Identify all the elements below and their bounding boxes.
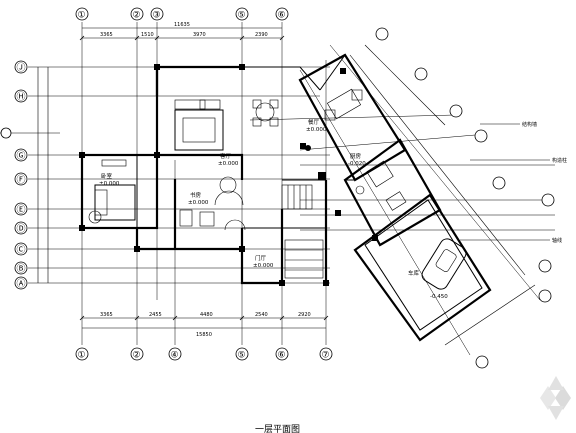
room-name: 客厅	[220, 152, 232, 160]
bottom-axis-label: ⑦	[322, 351, 330, 361]
bottom-dimension-texts: 3365 2455 4480 2540 2920 15850	[100, 312, 311, 338]
study-furniture	[179, 176, 246, 231]
room-name: 门厅	[255, 254, 267, 262]
top-dim: 3970	[193, 32, 206, 38]
room-level: -0.450	[430, 294, 448, 300]
top-axis-label: ①	[78, 11, 86, 21]
kitchen-fixtures	[355, 160, 407, 211]
room-name: 卧室	[101, 172, 113, 180]
dining-furniture	[324, 88, 363, 121]
top-dim: 3365	[100, 32, 113, 38]
bottom-axis-label: ⑥	[278, 351, 286, 361]
room-name: 厨房	[350, 152, 362, 160]
top-dimension-texts: 11635 3365 1510 3970 2390	[100, 22, 268, 38]
bottom-dim: 2540	[255, 312, 268, 318]
drawing-title: 一层平面图	[255, 424, 300, 433]
top-dim: 2390	[255, 32, 268, 38]
left-axis-label: Ⓑ	[17, 264, 26, 275]
left-axis-markers: Ⓙ Ⓗ Ⓖ Ⓕ Ⓔ Ⓓ Ⓒ Ⓑ Ⓐ	[14, 60, 28, 290]
left-axis-label: Ⓒ	[17, 245, 26, 256]
bottom-dim: 2455	[149, 312, 162, 318]
bedroom-furniture	[88, 159, 136, 224]
room-name: 车库	[408, 269, 420, 277]
room-name: 餐厅	[308, 118, 320, 126]
bottom-total-dim: 15850	[196, 332, 212, 338]
room-level: ±0.000	[188, 200, 209, 206]
walls	[80, 53, 492, 342]
left-axis-label: Ⓐ	[17, 279, 26, 290]
left-axis-label: Ⓔ	[17, 205, 26, 216]
dimension-lines	[37, 27, 536, 346]
left-axis-label: Ⓓ	[17, 224, 26, 235]
bottom-dim: 3365	[100, 312, 113, 318]
left-axis-label: Ⓗ	[17, 92, 26, 103]
bottom-axis-markers: ① ② ④ ⑤ ⑥ ⑦	[75, 347, 333, 361]
top-axis-label: ③	[153, 11, 161, 21]
grid-lines	[0, 22, 555, 356]
bottom-axis-label: ①	[78, 351, 86, 361]
room-level: ±0.000	[218, 161, 239, 167]
room-level: ±0.000	[306, 127, 327, 133]
bottom-axis-label: ④	[171, 351, 179, 361]
note-text: 结构墙	[522, 121, 537, 128]
watermark-logo	[540, 376, 571, 420]
bottom-dim: 4480	[200, 312, 213, 318]
room-labels: 客厅 ±0.000 餐厅 ±0.000 卧室 ±0.000 书房 ±0.000 …	[99, 118, 448, 300]
top-total-dim: 11635	[174, 22, 190, 28]
note-text: 构造柱	[552, 157, 567, 164]
wing-axis-markers	[0, 27, 555, 369]
garage-car	[421, 238, 467, 290]
room-level: -0.020	[348, 161, 366, 167]
structural-columns	[79, 64, 378, 286]
top-axis-label: ⑥	[278, 11, 286, 21]
stairs	[281, 184, 324, 279]
bottom-axis-label: ②	[133, 351, 141, 361]
room-level: ±0.000	[99, 181, 120, 187]
room-level: ±0.000	[253, 263, 274, 269]
drawing-title-text: 一层平面图	[255, 424, 300, 433]
left-axis-label: Ⓕ	[17, 175, 26, 186]
left-axis-label: Ⓖ	[17, 151, 26, 162]
bottom-axis-label: ⑤	[238, 351, 246, 361]
top-axis-label: ②	[133, 11, 141, 21]
bottom-dim: 2920	[298, 312, 311, 318]
top-dim: 1510	[141, 32, 154, 38]
top-axis-markers: ① ② ③ ⑤ ⑥	[75, 7, 289, 21]
right-notes: 结构墙 构造柱 轴线	[460, 121, 567, 244]
left-axis-label: Ⓙ	[17, 63, 26, 74]
room-name: 书房	[190, 191, 202, 199]
living-room-furniture	[174, 99, 311, 151]
top-axis-label: ⑤	[238, 11, 246, 21]
note-text: 轴线	[552, 237, 562, 244]
